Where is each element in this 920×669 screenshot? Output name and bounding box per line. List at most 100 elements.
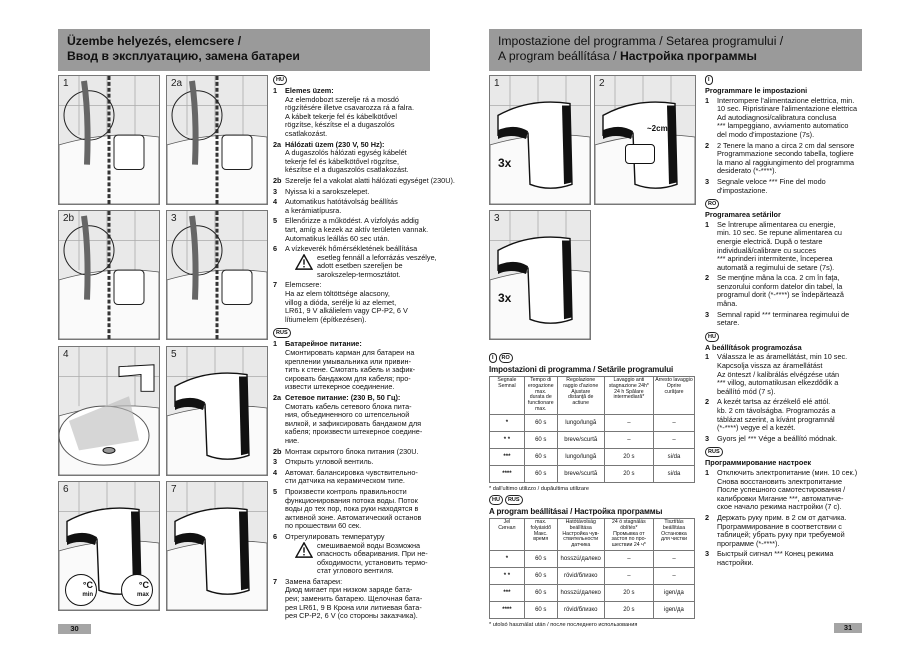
right-header-line2: A program beállítása / Настройка програм… (498, 49, 853, 64)
step-number: 1 (705, 352, 710, 362)
step-text: Автомат. балансировка чувствительно- сти… (285, 467, 418, 486)
step-label: 6 (63, 484, 69, 495)
step-body-wrap: Elemcsere: Ha az elem töltöttsége alacso… (285, 281, 408, 324)
table-cell: breve/scurtă (556, 430, 605, 449)
step-number: 1 (705, 219, 710, 229)
distance-2cm-label: ~2cm (647, 124, 668, 133)
step-text: 2 Tenere la mano a circa 2 cm dal sensor… (717, 140, 855, 176)
step-text: A dugaszolós hálózati egység kábelét tek… (285, 148, 409, 175)
hand-icon (625, 144, 655, 164)
step-label: 1 (63, 78, 69, 89)
table-cell: lungo/lungă (556, 447, 605, 466)
table-cell: si/da (652, 447, 696, 466)
step-body-wrap: Se menţine mâna la cca. 2 cm în faţa, se… (717, 274, 844, 308)
step-text: Быстрый сигнал *** Конец режима настройк… (717, 549, 834, 567)
table-cell: rövid/близко (556, 566, 605, 585)
right-header-ru: Настройка программы (619, 49, 757, 63)
step-item: 2 Se menţine mâna la cca. 2 cm în faţa, s… (705, 273, 885, 308)
step-number: 4 (273, 467, 278, 477)
step-body-wrap: Gyors jel *** Vége a beállító módnak. (717, 434, 837, 444)
step-title: Elemes üzem: (285, 86, 334, 95)
step-label: 3 (494, 213, 500, 224)
table-cell: – (652, 430, 696, 449)
step-number: 2 (705, 140, 710, 150)
step-item: 1 Válassza le as áramellátást, min 10 sec… (705, 353, 885, 396)
column-header: Arresto lavaggio Oprire curăţare (652, 376, 696, 415)
column-header: Segnale Semnal (489, 376, 525, 415)
step-text: Произвести контроль правильности функцио… (285, 486, 422, 531)
illustration-step-2b: 2b (58, 210, 160, 340)
step-label: 1 (494, 78, 500, 89)
step-number: 1 (705, 467, 710, 477)
table-cell: – (603, 413, 654, 432)
step-body-wrap: Segnale veloce *** Fine del modo d'impos… (717, 177, 826, 195)
column-header: 24 ó stagnálás öblítés* Промывка от заст… (603, 518, 654, 551)
step-body-wrap: Interrompere l'alimentazione elettrica, … (717, 96, 857, 140)
step-text: Отключить электропитание (мин. 10 сек.) … (717, 467, 858, 512)
step-body-wrap: Elemes üzem:Az elemdobozt szerelje rá a … (285, 86, 414, 139)
table-cell: * (489, 413, 525, 432)
step-body-wrap: Быстрый сигнал *** Конец режима настройк… (717, 550, 833, 567)
step-number: 1 (273, 86, 278, 95)
step-number: 3 (705, 549, 710, 559)
step-item: 2 2 Tenere la mano a circa 2 cm dal senso… (705, 140, 885, 176)
table-cell: breve/scurtă (556, 464, 605, 483)
step-number: 2 (705, 397, 710, 407)
step-item: 4 Автомат. балансировка чувствительно- ст… (273, 467, 463, 486)
step-text: Nyissa ki a sarokszelepet. (285, 186, 370, 196)
lang-badge-ro: RO (705, 199, 720, 210)
lang-badge-rus: RUS (705, 447, 723, 458)
step-text: Ellenőrizze a működést. A vízfolyás addi… (285, 216, 429, 243)
table-cell: *** (489, 583, 525, 602)
step-body-wrap: Automatikus hatótávolság beállítás a ker… (285, 197, 398, 215)
left-header-line1: Üzembe helyezés, elemcsere / (67, 34, 242, 48)
table-title: A program beállításai / Настройка програ… (489, 507, 663, 516)
step-number: 2 (705, 273, 710, 283)
lang-badge-hu: HU (489, 495, 503, 505)
column-header: Tisztítás beállítása Остановка для чистк… (652, 518, 696, 551)
step-text: Замена батареи: Диод мигает при низком з… (285, 576, 423, 621)
table-footnote: * dall'ultimo utilizzo / dupăultima util… (489, 485, 589, 492)
step-number: 6 (273, 531, 278, 541)
step-item: 3 Nyissa ki a sarokszelepet. (273, 186, 463, 197)
step-label: 2a (171, 78, 183, 89)
step-text: Válassza le as áramellátást, min 10 sec.… (717, 352, 848, 396)
table-cell: 20 s (603, 447, 654, 466)
right-header-hu: A program beállítása / (498, 49, 620, 63)
table-cell: igen/да (652, 600, 696, 619)
step-text: Монтаж скрытого блока питания (230U. (285, 446, 419, 456)
column-header: Hatótávolság beállítása Настройка чув- с… (556, 518, 605, 551)
illustration-step-3: 3 (166, 210, 268, 340)
warning-text: esetleg fennáll a leforrázás veszélye, a… (317, 252, 437, 279)
lang-badge-rus: RUS (273, 328, 291, 339)
step-text: Szerelje fel a vakolat alatti hálózati e… (285, 175, 455, 185)
degree-label: °C (82, 580, 93, 590)
column-header: max. folyásidő Макс. время (523, 518, 558, 551)
illustration-step-1: 1 (58, 75, 160, 205)
step-text: Смонтировать карман для батареи на крепл… (285, 348, 416, 392)
table-cell: 60 s (523, 447, 558, 466)
step-number: 3 (273, 186, 278, 196)
step-body-wrap: Держать руку прим. в 2 см от датчика. Пр… (717, 513, 847, 548)
table-cell: 20 s (603, 583, 654, 602)
step-text: Semnal rapid *** terminarea regimului de… (717, 309, 850, 328)
